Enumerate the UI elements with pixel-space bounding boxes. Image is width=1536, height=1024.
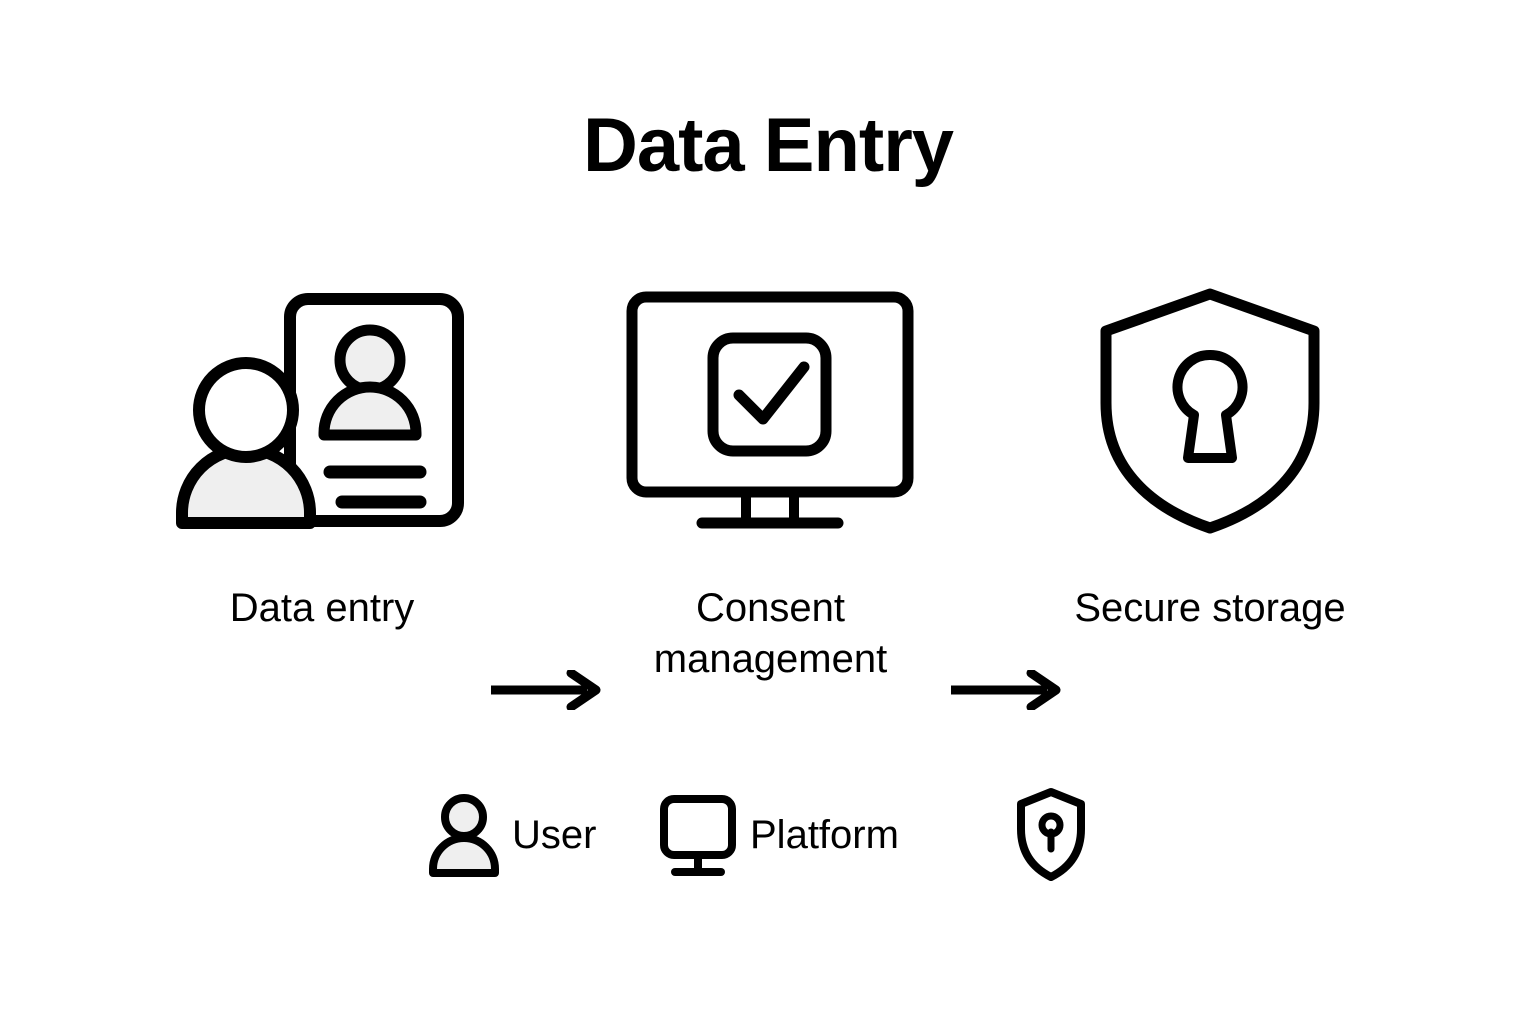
page-title: Data Entry xyxy=(582,103,954,188)
legend-item-platform: Platform xyxy=(658,790,899,880)
shield-key-icon xyxy=(1017,788,1085,881)
flow-step-data-entry xyxy=(172,285,472,535)
flow-step-secure-storage xyxy=(1085,285,1335,535)
legend: User Platform xyxy=(0,788,1536,890)
arrow-right-icon-2 xyxy=(947,668,1067,712)
monitor-icon xyxy=(660,795,736,876)
legend-item-storage xyxy=(1015,788,1099,881)
user-id-card-icon xyxy=(176,293,464,529)
flow-step-label-data-entry: Data entry xyxy=(229,586,415,630)
legend-item-user: User xyxy=(428,790,596,880)
monitor-checkmark-icon xyxy=(626,291,914,529)
person-icon xyxy=(429,794,499,877)
flow-step-label-consent-management: Consent management xyxy=(653,586,888,681)
legend-label-user: User xyxy=(512,813,597,857)
legend-label-platform: Platform xyxy=(750,813,899,857)
flow-step-consent-management xyxy=(620,285,920,535)
process-flow-row xyxy=(0,285,1536,712)
flow-step-label-secure-storage: Secure storage xyxy=(1074,586,1346,630)
arrow-right-icon-1 xyxy=(487,668,607,712)
shield-keyhole-icon xyxy=(1100,288,1320,534)
